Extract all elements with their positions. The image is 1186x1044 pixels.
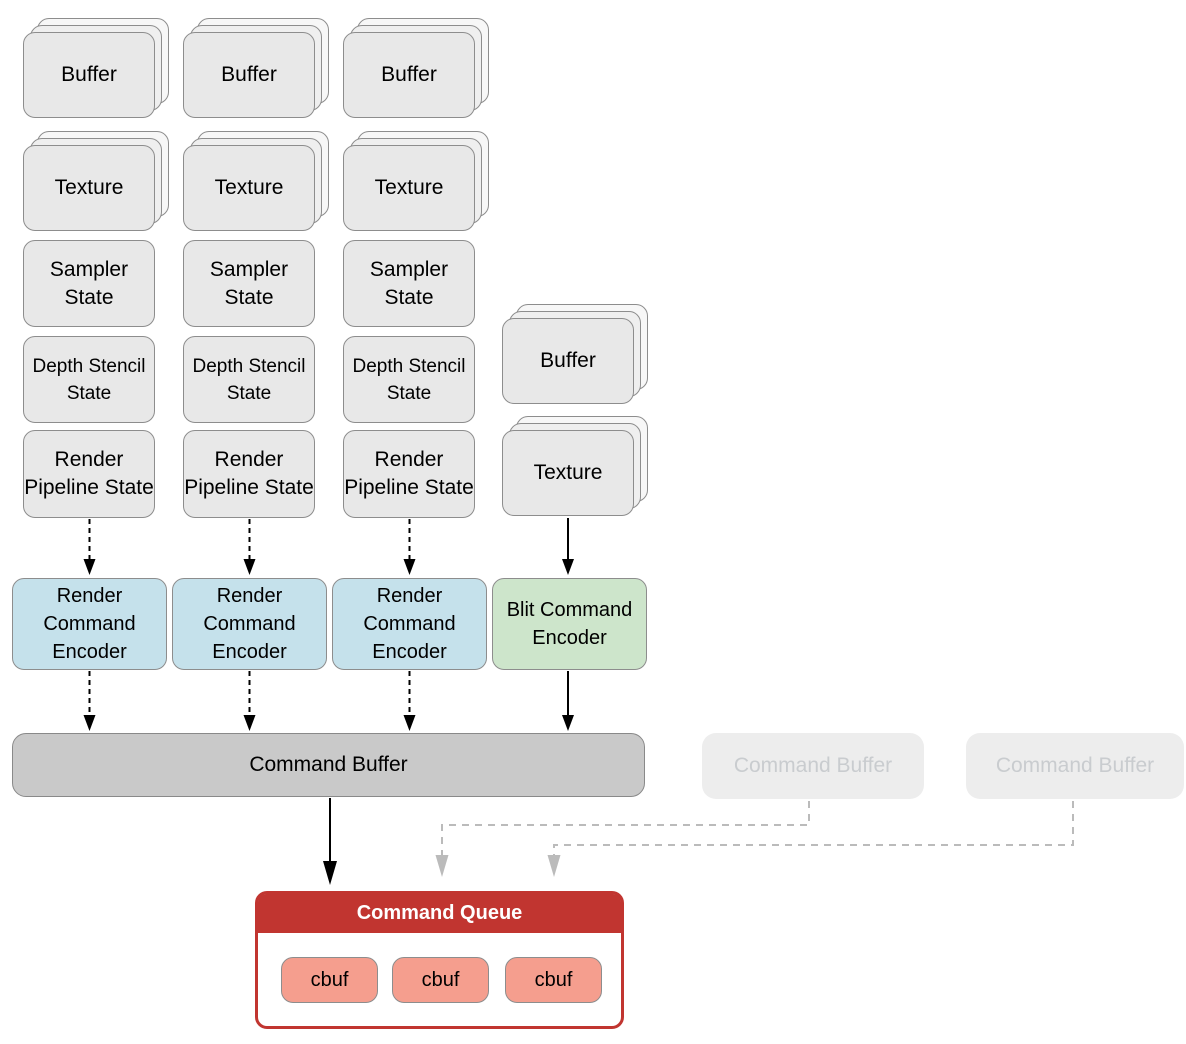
render-pipeline-state-2: Render Pipeline State — [183, 430, 315, 518]
texture-card: Texture — [23, 145, 155, 231]
command-queue: Command Queue cbuf cbuf cbuf — [255, 891, 624, 1029]
buffer-stack-2: Buffer — [183, 18, 329, 118]
blit-texture-stack: Texture — [502, 416, 648, 516]
depth-stencil-state-1: Depth Stencil State — [23, 336, 155, 423]
buffer-card: Buffer — [183, 32, 315, 118]
texture-stack-2: Texture — [183, 131, 329, 231]
buffer-stack-3: Buffer — [343, 18, 489, 118]
render-command-encoder-3: Render Command Encoder — [332, 578, 487, 670]
blit-command-encoder: Blit Command Encoder — [492, 578, 647, 670]
depth-stencil-state-2: Depth Stencil State — [183, 336, 315, 423]
depth-stencil-state-3: Depth Stencil State — [343, 336, 475, 423]
texture-card: Texture — [343, 145, 475, 231]
blit-buffer-stack: Buffer — [502, 304, 648, 404]
render-pipeline-state-1: Render Pipeline State — [23, 430, 155, 518]
render-command-encoder-2: Render Command Encoder — [172, 578, 327, 670]
buffer-stack-1: Buffer — [23, 18, 169, 118]
buffer-card: Buffer — [343, 32, 475, 118]
cbuf-3: cbuf — [505, 957, 602, 1003]
command-buffer: Command Buffer — [12, 733, 645, 797]
arrow-inactive-buffer-2-to-queue — [553, 801, 1074, 855]
texture-card: Texture — [183, 145, 315, 231]
sampler-state-3: Sampler State — [343, 240, 475, 327]
sampler-state-1: Sampler State — [23, 240, 155, 327]
texture-stack-1: Texture — [23, 131, 169, 231]
inactive-command-buffer-1: Command Buffer — [702, 733, 924, 799]
command-queue-title: Command Queue — [258, 894, 621, 933]
sampler-state-2: Sampler State — [183, 240, 315, 327]
cbuf-2: cbuf — [392, 957, 489, 1003]
arrow-inactive-buffer-1-to-queue — [441, 801, 810, 855]
texture-card: Texture — [502, 430, 634, 516]
render-pipeline-state-3: Render Pipeline State — [343, 430, 475, 518]
render-command-encoder-1: Render Command Encoder — [12, 578, 167, 670]
inactive-command-buffer-2: Command Buffer — [966, 733, 1184, 799]
cbuf-1: cbuf — [281, 957, 378, 1003]
texture-stack-3: Texture — [343, 131, 489, 231]
buffer-card: Buffer — [23, 32, 155, 118]
buffer-card: Buffer — [502, 318, 634, 404]
